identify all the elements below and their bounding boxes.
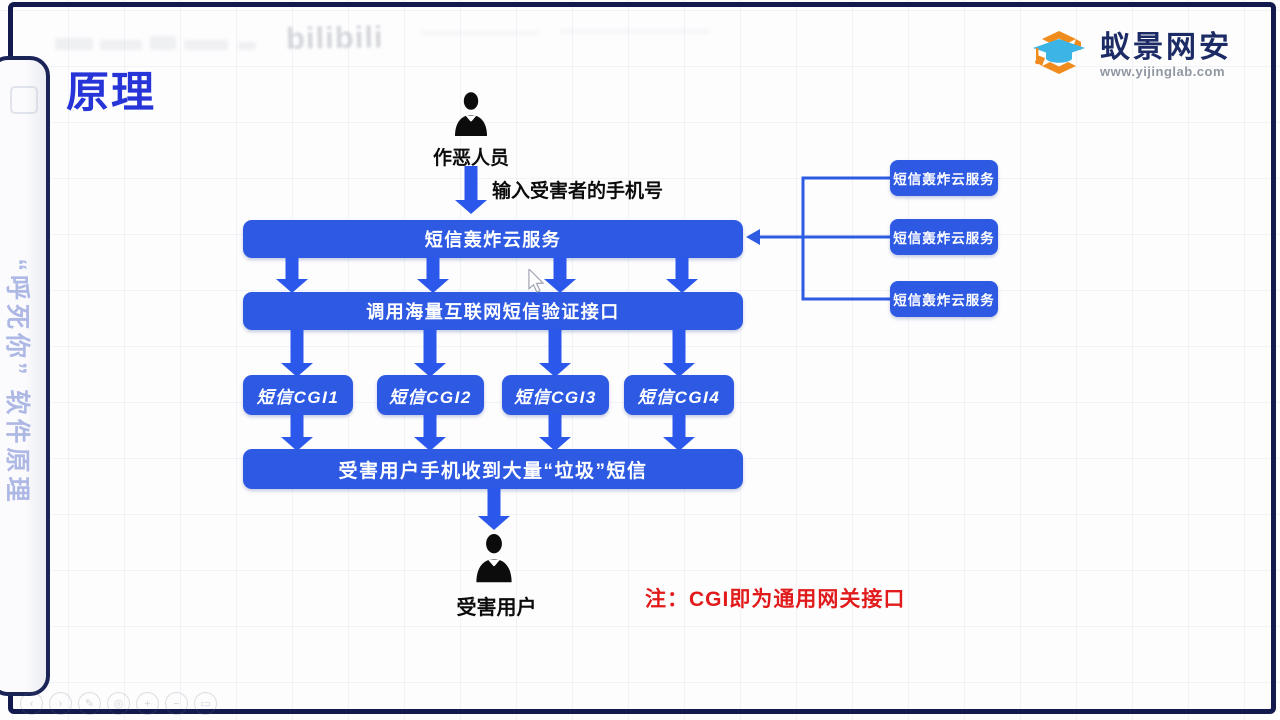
arrow-down (276, 257, 308, 293)
laser-icon[interactable]: ◎ (107, 692, 130, 715)
page-title: 原理 (66, 69, 156, 117)
side-service-box-1: 短信轰炸云服务 (890, 160, 998, 196)
arrow-down (544, 257, 576, 293)
brand-name: 蚁景网安 (1100, 31, 1232, 65)
brand-url: www.yijinglab.com (1100, 63, 1226, 79)
arrow-down (539, 413, 571, 451)
zoom-in-icon[interactable]: + (136, 692, 159, 715)
arrow-down (478, 488, 510, 530)
annotation-toolbar: ‹ › ✎ ◎ + − ▭ (20, 692, 217, 715)
side-tab-chip-icon (10, 86, 38, 114)
eraser-icon[interactable]: ▭ (194, 692, 217, 715)
arrow-down (417, 257, 449, 293)
watermark-blur-shape (100, 40, 142, 50)
bilibili-watermark: bilibili (285, 19, 384, 56)
arrow-down (539, 329, 571, 377)
watermark-blur-shape (560, 29, 710, 34)
cgi-box-4: 短信CGI4 (624, 375, 734, 415)
cgi-box-2: 短信CGI2 (377, 375, 484, 415)
watermark-blur-shape (420, 31, 540, 35)
side-services-connector-lines (746, 176, 890, 301)
sms-bomb-service-box: 短信轰炸云服务 (243, 220, 743, 258)
watermark-blur-shape (238, 42, 256, 50)
cgi-box-1: 短信CGI1 (243, 375, 353, 415)
arrow-down (281, 329, 313, 377)
yijing-logo-icon (1028, 26, 1090, 85)
brand-logo: 蚁景网安 www.yijinglab.com (1028, 26, 1232, 85)
side-tab: “呼死你” 软件原理 (0, 56, 50, 696)
side-tab-label: “呼死你” 软件原理 (3, 258, 31, 506)
watermark-blur-shape (150, 36, 176, 50)
attacker-person-icon (451, 91, 491, 142)
arrow-down (455, 166, 487, 214)
redo-icon[interactable]: › (49, 692, 72, 715)
cgi-note: 注：CGI即为通用网关接口 (645, 588, 906, 611)
arrow-down (414, 413, 446, 451)
pen-icon[interactable]: ✎ (78, 692, 101, 715)
victim-person-icon (472, 532, 516, 589)
arrow-down (414, 329, 446, 377)
mouse-cursor (528, 269, 545, 293)
side-service-box-2: 短信轰炸云服务 (890, 219, 998, 255)
watermark-blur-shape (55, 38, 93, 50)
undo-icon[interactable]: ‹ (20, 692, 43, 715)
side-service-box-3: 短信轰炸云服务 (890, 281, 998, 317)
input-phone-label: 输入受害者的手机号 (492, 181, 664, 202)
arrow-down (666, 257, 698, 293)
slide-frame (8, 2, 1276, 714)
attacker-label: 作恶人员 (432, 148, 509, 169)
api-call-box: 调用海量互联网短信验证接口 (243, 292, 743, 330)
arrow-down (663, 413, 695, 451)
cgi-box-3: 短信CGI3 (502, 375, 609, 415)
zoom-out-icon[interactable]: − (165, 692, 188, 715)
victim-label: 受害用户 (456, 597, 537, 619)
arrow-down (281, 413, 313, 451)
arrow-down (663, 329, 695, 377)
watermark-blur-shape (184, 40, 228, 50)
result-box: 受害用户手机收到大量“垃圾”短信 (243, 449, 743, 489)
